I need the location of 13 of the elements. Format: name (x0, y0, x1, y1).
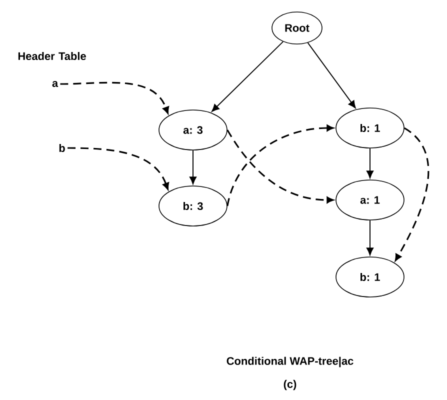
tree-edge-arrow (212, 41, 284, 112)
dashed-link-arrow (394, 127, 430, 261)
tree-edge-arrow (366, 148, 374, 178)
caption-text: Conditional WAP-tree|ac (226, 356, 354, 368)
header-item-label: b (59, 144, 65, 152)
tree-edge-arrow (307, 42, 356, 108)
dashed-link-arrow (60, 82, 169, 114)
tree-edge-arrow (366, 220, 374, 256)
header-table-heading: Header Table (18, 52, 86, 60)
tree-edge-arrow (189, 150, 197, 184)
caption-text: (c) (284, 380, 296, 390)
header-item-label: a (52, 81, 58, 87)
dashed-link-arrow (68, 147, 169, 190)
